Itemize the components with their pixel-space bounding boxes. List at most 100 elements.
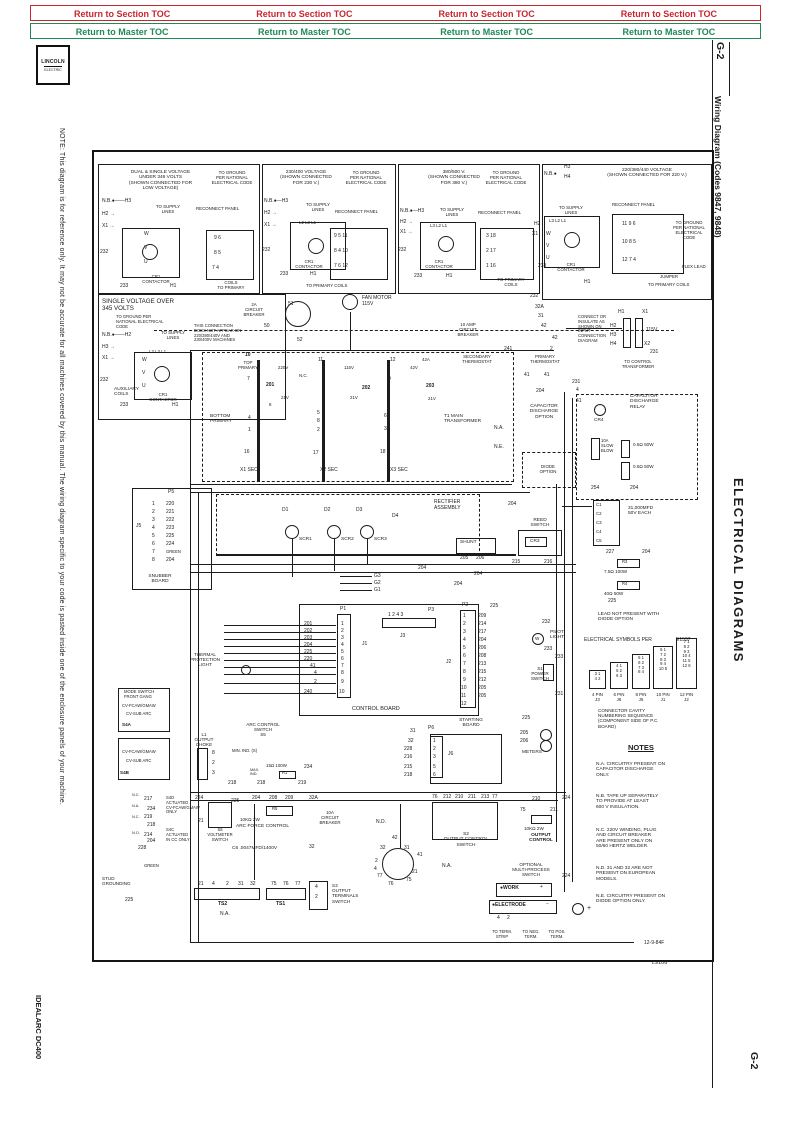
label-g2: G2 bbox=[374, 580, 381, 586]
label-40-50w: 40Ω 50W bbox=[604, 591, 624, 596]
wire-line bbox=[190, 492, 530, 493]
label-9: 9 bbox=[463, 677, 466, 683]
label-j3: J3 bbox=[400, 633, 406, 639]
link-return-master-toc-3[interactable]: Return to Master TOC bbox=[440, 27, 534, 37]
lincoln-electric-logo: LINCOLN ELECTRIC bbox=[36, 45, 70, 85]
link-return-master-toc-1[interactable]: Return to Master TOC bbox=[75, 27, 169, 37]
link-return-section-toc-2[interactable]: Return to Section TOC bbox=[256, 9, 353, 19]
diagram-box bbox=[623, 318, 631, 348]
section-toc-row: Return to Section TOC Return to Section T… bbox=[30, 5, 761, 21]
component-circle bbox=[572, 903, 584, 915]
wire-line bbox=[224, 646, 336, 647]
label-51: 51 bbox=[288, 301, 294, 307]
label-c1: C1 bbox=[596, 502, 602, 507]
label-204: 204 bbox=[508, 501, 517, 507]
label-9: 9 bbox=[341, 679, 344, 685]
link-return-master-toc-2[interactable]: Return to Master TOC bbox=[257, 27, 351, 37]
label-2: 2 bbox=[507, 915, 510, 921]
label-shunt: SHUNT bbox=[460, 540, 477, 545]
label-4: 4 bbox=[314, 670, 317, 676]
label-stud-grounding: STUD GROUNDING bbox=[102, 876, 131, 887]
label-216: 216 bbox=[404, 754, 413, 760]
label-primary-thermostat: PRIMARY THERMOSTAT bbox=[530, 354, 560, 365]
label-2: 2 bbox=[317, 427, 320, 433]
label-to-neg-term: TO NEG. TERM. bbox=[522, 929, 540, 939]
label-3: 3 bbox=[152, 517, 155, 523]
diagram-box bbox=[382, 618, 436, 628]
label-31-000mfd-50v-each: 31,000MFD 50V EACH bbox=[628, 506, 654, 517]
label-to-ground-per-national-elect: TO GROUND PER NATIONAL ELECTRICAL CODE bbox=[345, 170, 387, 186]
component-circle bbox=[327, 525, 341, 539]
wire-line bbox=[322, 360, 325, 482]
label-x1: X1 bbox=[532, 231, 539, 237]
label-this-connection-does-not-app: THIS CONNECTION DOES NOT APPEAR ON 220/3… bbox=[194, 323, 242, 343]
component-circle bbox=[342, 294, 358, 310]
label-j5: J5 bbox=[136, 523, 142, 529]
label-n-a: N.A. bbox=[442, 863, 452, 869]
label-c6-0047mfd-1400v: C6 .0047MFD/1400V bbox=[232, 846, 278, 851]
label-to-primary-coils: TO PRIMARY COILS bbox=[306, 283, 348, 288]
label-4: 4 bbox=[463, 637, 466, 643]
wire-line bbox=[190, 350, 191, 942]
label-2: 2 bbox=[226, 881, 229, 887]
label-h2: H2 bbox=[610, 323, 617, 329]
page-title: Wiring Diagram (Codes 9847, 9848) bbox=[713, 96, 723, 238]
diagram-box bbox=[420, 222, 476, 270]
label-reconnect-panel: RECONNECT PANEL bbox=[478, 210, 522, 215]
label-7-5-100w: 7.5Ω 100W bbox=[604, 569, 628, 574]
label-218: 218 bbox=[228, 780, 237, 786]
label-bottom-primary: BOTTOM PRIMARY bbox=[210, 414, 232, 425]
label-4: 4 bbox=[497, 915, 500, 921]
label-t1-main-transformer: T1 MAIN TRANSFORMER bbox=[444, 414, 482, 425]
label-7-6-12: 7 6 12 bbox=[334, 263, 348, 269]
label-234: 234 bbox=[304, 764, 313, 770]
wire-line bbox=[367, 539, 368, 565]
label-41: 41 bbox=[544, 372, 550, 378]
label-214: 214 bbox=[478, 621, 487, 627]
link-return-master-toc-4[interactable]: Return to Master TOC bbox=[622, 27, 716, 37]
label-32a: 32A bbox=[535, 304, 544, 310]
label-41: 41 bbox=[576, 398, 582, 404]
wire-line bbox=[190, 564, 576, 565]
label-thermal-protection-light: THERMAL PROTECTION LIGHT bbox=[189, 652, 221, 668]
wire-line bbox=[340, 590, 372, 591]
diagram-box bbox=[531, 815, 552, 824]
label-225: 225 bbox=[231, 798, 240, 804]
label-reed-switch: REED SWITCH bbox=[530, 518, 550, 529]
label-219: 219 bbox=[144, 814, 153, 820]
label-reconnect-panel: RECONNECT PANEL bbox=[612, 202, 656, 207]
label-diode-option: DIODE OPTION bbox=[539, 464, 557, 475]
label-x1: X1 → bbox=[102, 223, 115, 229]
label-233: 233 bbox=[538, 263, 547, 269]
diagram-box bbox=[118, 688, 170, 732]
label-v: V bbox=[144, 245, 148, 251]
label-c5: C5 bbox=[596, 538, 602, 543]
label-3-18: 3 18 bbox=[486, 233, 496, 239]
link-return-section-toc-3[interactable]: Return to Section TOC bbox=[438, 9, 535, 19]
label-j6: J6 bbox=[448, 751, 454, 757]
label-6: 6 bbox=[341, 656, 344, 662]
section-title: ELECTRICAL DIAGRAMS bbox=[731, 478, 746, 663]
label-8-5: 8 5 bbox=[214, 250, 221, 256]
label-d3: D3 bbox=[356, 507, 363, 513]
link-return-section-toc-4[interactable]: Return to Section TOC bbox=[620, 9, 718, 19]
label-233: 233 bbox=[414, 273, 423, 279]
label-225: 225 bbox=[608, 598, 617, 604]
label-205: 205 bbox=[478, 693, 487, 699]
wire-line bbox=[387, 360, 390, 482]
diagram-box bbox=[266, 888, 306, 900]
component-circle bbox=[382, 848, 414, 880]
label-218: 218 bbox=[257, 780, 266, 786]
label-starting-board: STARTING BOARD bbox=[459, 718, 483, 729]
label-216: 216 bbox=[544, 559, 553, 565]
label-single-voltage-over-345-volt: SINGLE VOLTAGE OVER 345 VOLTS bbox=[102, 298, 174, 313]
diagram-box bbox=[98, 294, 286, 420]
label-cv-fcaw-gmaw: CV-FCAW/GMAW bbox=[122, 703, 156, 708]
wire-line bbox=[190, 484, 512, 485]
label-4: 4 bbox=[374, 866, 377, 872]
label-3: 3 bbox=[384, 426, 387, 432]
link-return-section-toc-1[interactable]: Return to Section TOC bbox=[73, 9, 171, 19]
label-41: 41 bbox=[524, 372, 530, 378]
label-0-5-50w: 0.5Ω 50W bbox=[633, 464, 654, 469]
label-1: 1 bbox=[152, 501, 155, 507]
